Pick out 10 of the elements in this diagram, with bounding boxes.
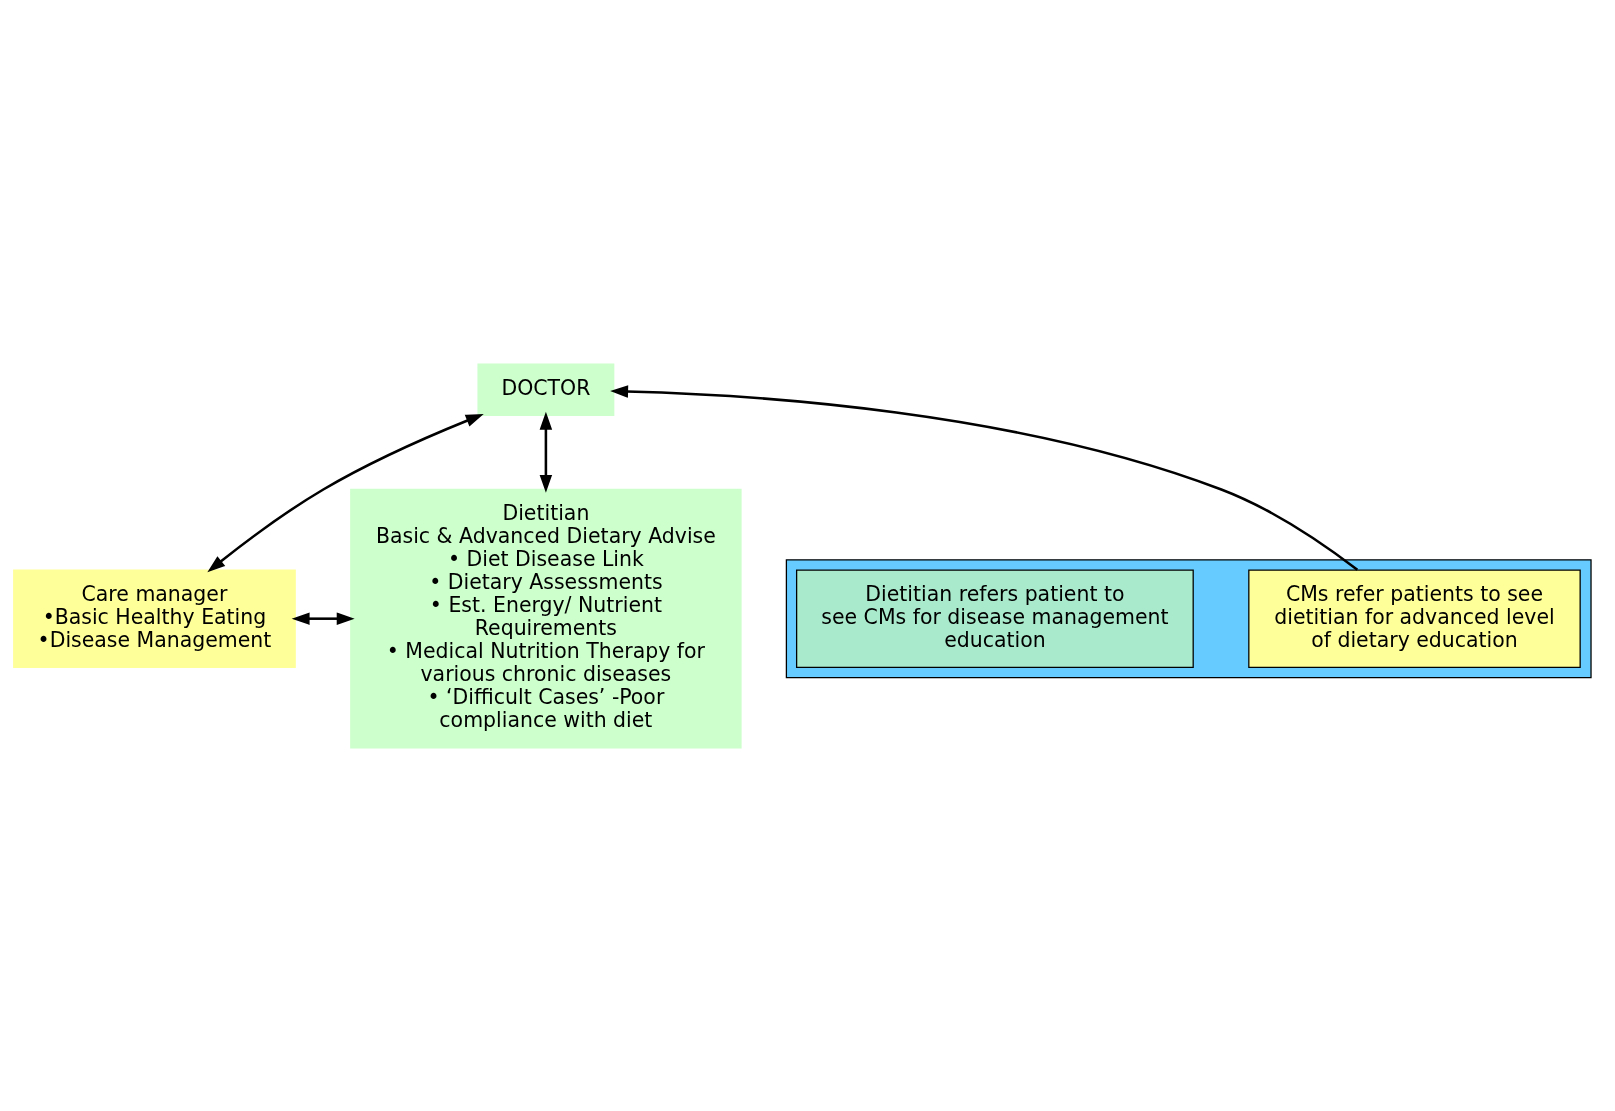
node-box: Dietitian refers patient to see CMs for disease management education [796, 568, 1194, 668]
arrow [610, 384, 1359, 571]
node-box: CMs refer patients to see dietitian for advanced level of dietary education [1248, 568, 1581, 668]
node-box: Care manager •Basic Healthy Eating •Disease Management [13, 568, 296, 668]
node-box: Dietitian Basic & Advanced Dietary Advise • Diet Disease Link • Dietary Assessments • Est. Energy/ Nutrient Requirements • Medical Nutrition Therapy for various chronic diseases • ‘Difficult Cases’ -Poor compliance with diet [350, 488, 742, 748]
node-box: DOCTOR [477, 363, 615, 416]
arrow [207, 413, 484, 572]
cluster [785, 558, 1592, 678]
arrow [539, 411, 553, 493]
arrow [291, 611, 355, 625]
